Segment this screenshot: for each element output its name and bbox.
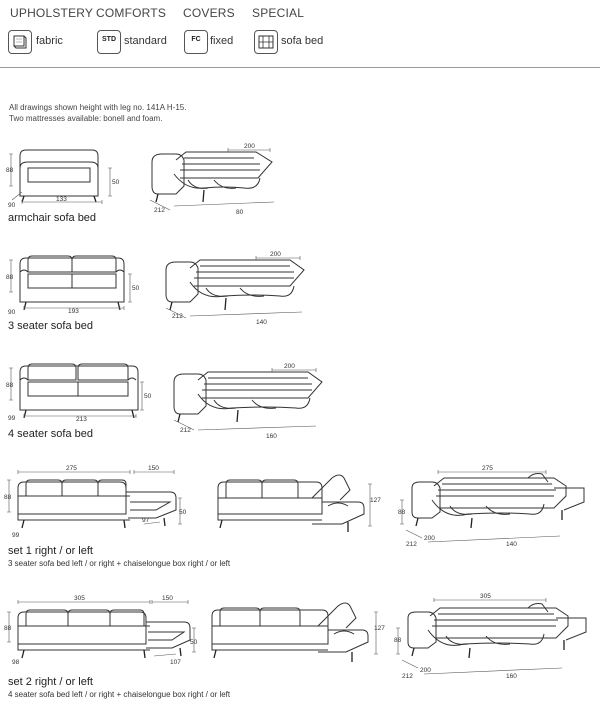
dim-bed-width: 140 (256, 319, 267, 326)
cover-fc-badge: FC (184, 30, 208, 54)
sofa-bed-icon (254, 30, 278, 54)
header-divider (0, 67, 600, 68)
comfort-label: standard (124, 35, 167, 47)
dim-depth: 98 (12, 659, 20, 666)
dim-bed-width: 160 (266, 433, 277, 440)
header-special: SPECIAL (252, 6, 305, 20)
cover-code: FC (191, 36, 201, 43)
product-title-3-seater: 3 seater sofa bed (8, 320, 94, 332)
product-subtitle-set2: 4 seater sofa bed left / or right + chai… (8, 690, 231, 699)
dim-chaise-width: 150 (148, 465, 159, 472)
dim-bed-width: 80 (236, 209, 244, 216)
dim-open-depth: 212 (180, 427, 191, 434)
dim-height: 88 (6, 274, 14, 281)
comfort-std-badge: STD (97, 30, 121, 54)
dim-width: 133 (56, 196, 67, 203)
dim-open-depth-2: 200 (424, 535, 435, 542)
note-mattresses: Two mattresses available: bonell and foa… (9, 114, 163, 123)
set2-box-open-drawing: 127 (211, 602, 385, 662)
dim-box-height: 127 (374, 625, 385, 632)
dim-chaise-depth: 107 (170, 659, 181, 666)
dim-height: 88 (398, 509, 406, 516)
four-seater-open-drawing: 200 212 160 (173, 363, 323, 440)
set2-bed-open-drawing: 305 88 212 200 160 (394, 593, 587, 680)
dim-open-width: 275 (482, 465, 493, 472)
cover-label: fixed (210, 35, 234, 47)
dim-height: 88 (394, 637, 402, 644)
armchair-open-drawing: 200 212 80 (149, 143, 275, 216)
three-seater-front-drawing: 88 90 193 50 (6, 255, 140, 316)
dim-height: 88 (6, 382, 14, 389)
dim-depth: 90 (8, 202, 16, 208)
dim-width: 193 (68, 308, 79, 315)
product-title-set2: set 2 right / or left (8, 676, 93, 688)
dim-depth: 99 (8, 415, 16, 422)
dim-seat: 50 (190, 639, 198, 646)
dim-seat: 50 (132, 285, 140, 292)
dim-open-depth: 212 (154, 207, 165, 214)
fabric-icon (8, 30, 32, 54)
dim-open-width: 200 (270, 251, 281, 258)
set1-front-drawing: 275 150 88 99 97 50 (4, 465, 187, 539)
dim-depth: 99 (12, 532, 20, 539)
spec-header: UPHOLSTERY COMFORTS COVERS SPECIAL (10, 6, 590, 26)
sofa-bed-label: sofa bed (281, 35, 324, 47)
note-leg-height: All drawings shown height with leg no. 1… (9, 103, 187, 112)
dim-bed-width: 140 (506, 541, 517, 548)
dim-open-depth: 212 (172, 313, 183, 320)
dim-height: 88 (4, 494, 12, 501)
dim-seat: 50 (179, 509, 187, 516)
dim-seat: 50 (144, 393, 152, 400)
dim-open-width: 200 (284, 363, 295, 370)
dim-open-width: 305 (480, 593, 491, 600)
set1-box-open-drawing: 127 (217, 474, 381, 532)
product-title-4-seater: 4 seater sofa bed (8, 428, 94, 440)
header-comforts: COMFORTS (96, 6, 167, 20)
dim-width: 275 (66, 465, 77, 472)
comfort-code: STD (102, 36, 116, 43)
dim-bed-width: 160 (506, 673, 517, 680)
dim-height: 88 (6, 167, 14, 174)
options-row: fabric STD standard FC fixed sofa bed (8, 30, 588, 58)
dim-box-height: 127 (370, 497, 381, 504)
dim-width: 213 (76, 416, 87, 423)
header-covers: COVERS (183, 6, 235, 20)
dim-depth: 90 (8, 309, 16, 316)
dim-open-depth: 212 (402, 673, 413, 680)
dim-height: 88 (4, 625, 12, 632)
dim-chaise-width: 150 (162, 595, 173, 602)
set2-front-drawing: 305 150 88 98 107 50 (4, 595, 198, 666)
four-seater-front-drawing: 88 99 213 50 (6, 363, 152, 423)
product-title-armchair: armchair sofa bed (8, 212, 97, 224)
armchair-front-drawing: 88 90 133 50 (6, 149, 120, 208)
header-upholstery: UPHOLSTERY (10, 6, 94, 20)
dim-open-depth: 212 (406, 541, 417, 548)
fabric-label: fabric (36, 35, 63, 47)
dim-width: 305 (74, 595, 85, 602)
dim-open-width: 200 (244, 143, 255, 150)
dim-chaise-depth: 97 (142, 517, 150, 524)
product-subtitle-set1: 3 seater sofa bed left / or right + chai… (8, 559, 231, 568)
product-title-set1: set 1 right / or left (8, 545, 93, 557)
three-seater-open-drawing: 200 212 140 (165, 251, 305, 326)
set1-bed-open-drawing: 275 88 212 200 140 (398, 465, 585, 548)
dim-open-depth-2: 200 (420, 667, 431, 674)
dim-seat: 50 (112, 179, 120, 186)
